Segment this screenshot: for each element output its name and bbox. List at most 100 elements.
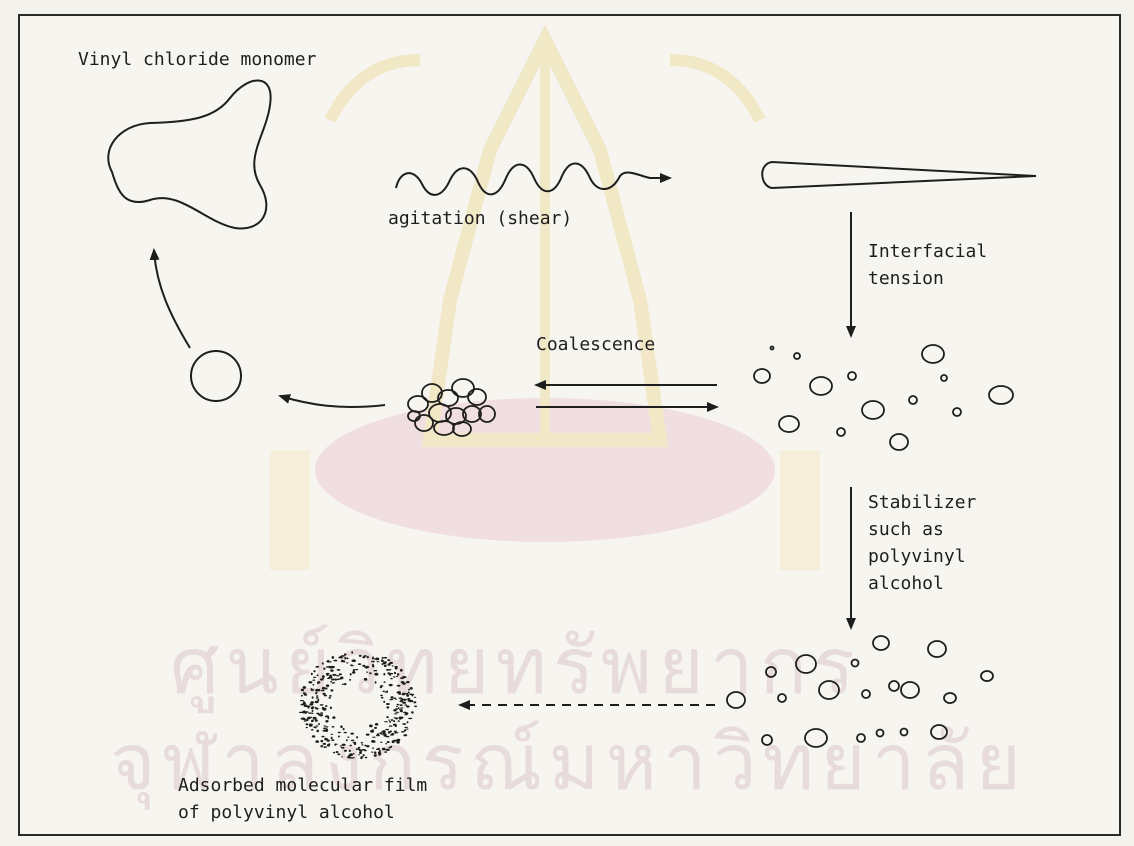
film-dot <box>332 682 334 684</box>
film-dot <box>385 743 387 744</box>
film-dot <box>346 739 348 741</box>
film-dot <box>408 692 410 694</box>
film-dot <box>405 699 408 701</box>
film-dot <box>410 687 413 690</box>
film-dot <box>350 733 354 735</box>
film-dot <box>370 730 374 733</box>
film-dot <box>406 705 410 707</box>
film-dot <box>322 675 325 678</box>
film-dot <box>388 731 391 734</box>
film-dot <box>393 720 395 722</box>
film-dot <box>409 700 413 702</box>
film-dot <box>404 714 407 715</box>
film-dot <box>395 712 399 713</box>
film-dot <box>343 728 345 730</box>
film-dot <box>400 669 403 672</box>
film-dot <box>350 745 353 746</box>
film-dot <box>366 672 368 673</box>
film-dot <box>304 694 307 696</box>
film-dot <box>346 658 348 660</box>
film-dot <box>358 663 361 665</box>
film-dot <box>315 740 319 743</box>
film-dot <box>319 714 323 716</box>
film-dot <box>404 729 407 731</box>
film-dot <box>301 689 304 692</box>
film-dot <box>325 705 327 707</box>
film-dot <box>351 651 353 654</box>
film-dot <box>331 737 333 740</box>
film-dot <box>393 676 396 677</box>
film-dot <box>404 727 407 728</box>
film-dot <box>371 661 375 663</box>
film-dot <box>312 680 315 681</box>
film-dot <box>365 757 368 759</box>
agitation-arrow <box>396 163 670 194</box>
film-dot <box>392 740 395 743</box>
film-dot <box>331 679 335 681</box>
film-dot <box>352 671 356 673</box>
film-dot <box>371 740 375 743</box>
film-dot <box>312 706 315 708</box>
film-dot <box>402 682 406 685</box>
film-dot <box>372 737 376 738</box>
film-dot <box>323 728 326 729</box>
film-dot <box>315 692 317 694</box>
film-dot <box>316 730 319 733</box>
film-dot <box>337 753 340 755</box>
film-dot <box>363 754 365 756</box>
film-dot <box>312 710 314 712</box>
stretched-droplet-shape <box>762 162 1036 188</box>
film-dot <box>316 695 319 697</box>
film-dot <box>330 669 334 671</box>
film-dot <box>321 690 325 692</box>
film-dot <box>387 729 389 731</box>
film-dot <box>349 750 351 752</box>
film-dot <box>303 686 307 689</box>
film-dot <box>377 748 379 750</box>
film-dot <box>308 712 311 713</box>
film-dot <box>311 689 315 691</box>
film-dot <box>335 744 337 745</box>
film-dot <box>315 719 318 722</box>
film-dot <box>328 661 332 662</box>
film-dot <box>399 717 402 720</box>
film-dot <box>390 746 392 748</box>
film-dot <box>337 669 341 671</box>
film-dot <box>354 742 356 745</box>
film-dot <box>312 696 314 699</box>
film-dot <box>398 720 400 722</box>
film-dot <box>400 707 403 708</box>
film-dot <box>321 736 324 738</box>
film-dot <box>383 673 385 676</box>
film-dot <box>351 665 354 667</box>
film-dot <box>327 717 329 720</box>
film-dot <box>332 726 335 728</box>
film-dot <box>338 732 341 733</box>
film-dot <box>310 701 314 703</box>
film-dot <box>392 665 394 666</box>
film-dot <box>323 668 325 670</box>
film-dot <box>383 701 385 703</box>
film-dot <box>344 732 347 734</box>
film-dot <box>362 749 366 750</box>
film-dot <box>353 757 355 758</box>
film-dot <box>361 744 363 745</box>
film-dot <box>331 734 333 735</box>
film-dot <box>395 732 399 733</box>
film-dot <box>380 686 382 688</box>
film-dot <box>397 673 400 675</box>
film-dot <box>341 655 345 657</box>
film-dot <box>308 681 312 683</box>
film-dot <box>386 736 390 738</box>
film-dot <box>397 704 400 706</box>
film-dot <box>336 675 339 676</box>
film-dot <box>326 726 329 727</box>
film-dot <box>389 662 393 664</box>
film-dot <box>407 729 409 730</box>
film-dot <box>346 662 348 663</box>
film-dot <box>303 711 306 713</box>
film-dot <box>374 658 377 660</box>
film-dot <box>364 679 368 681</box>
film-dot <box>369 725 373 728</box>
